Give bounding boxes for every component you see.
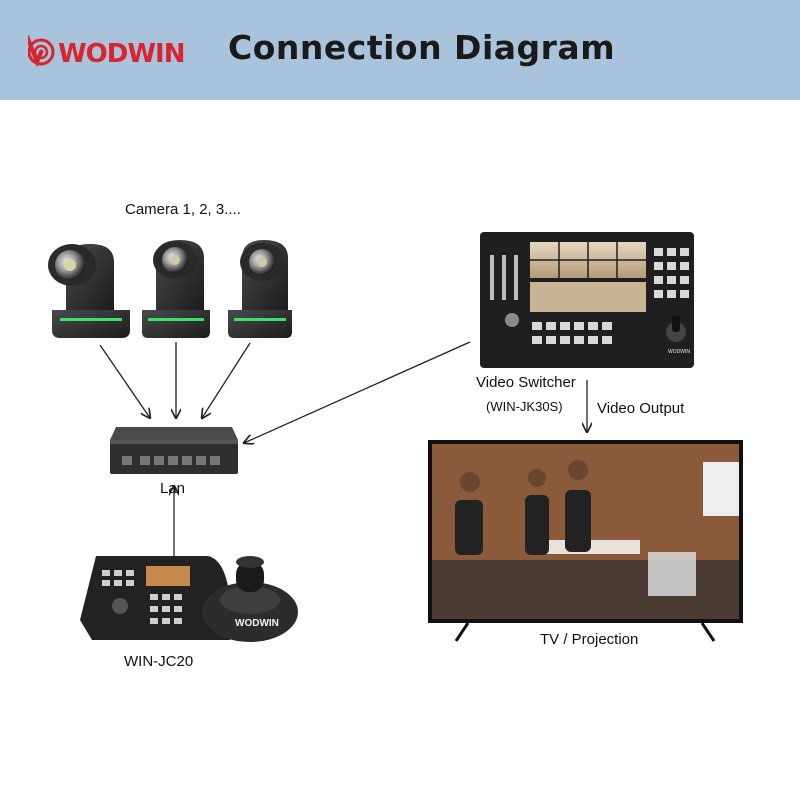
switcher-model-label: (WIN-JK30S) (486, 399, 563, 414)
arrow-camera3-to-lan (202, 343, 250, 418)
arrow-switcher-to-lan (244, 342, 470, 443)
ptz-controller-icon (80, 556, 298, 642)
network-switch-icon (110, 427, 238, 474)
video-switcher-icon (480, 232, 694, 368)
ptz-camera-icon (142, 240, 210, 338)
brand-logo: WODWIN (28, 32, 188, 68)
svg-text:WODWIN: WODWIN (58, 39, 184, 68)
cameras-label: Camera 1, 2, 3.... (125, 201, 241, 218)
switcher-label: Video Switcher (476, 374, 576, 391)
page-title: Connection Diagram (228, 28, 615, 67)
controller-brand: WODWIN (235, 618, 279, 629)
tv-label: TV / Projection (540, 631, 638, 648)
header-banner: WODWIN Connection Diagram (0, 0, 800, 100)
arrow-camera1-to-lan (100, 345, 150, 418)
ptz-camera-icon (48, 244, 130, 338)
lan-label: Lan (160, 480, 185, 497)
diagram-canvas: WODWIN WOD (0, 100, 800, 800)
tv-icon (428, 440, 743, 641)
video-output-label: Video Output (597, 400, 684, 417)
controller-label: WIN-JC20 (124, 653, 193, 670)
switcher-brand: WODWIN (668, 349, 690, 355)
ptz-camera-icon (228, 240, 292, 338)
